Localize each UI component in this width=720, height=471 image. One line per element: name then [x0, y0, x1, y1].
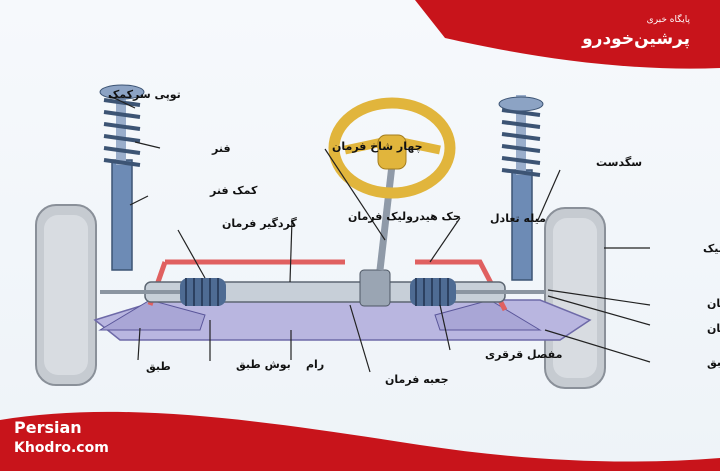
label-hydraulic-jack: جک هیدرولیک فرمان [348, 210, 461, 223]
label-control-arm: طبق [146, 360, 171, 373]
label-control-arm-bushing: بوش طبق [236, 358, 291, 371]
right-tire [544, 207, 606, 389]
left-control-arm [98, 299, 206, 331]
header-banner [415, 0, 720, 69]
left-strut [99, 84, 145, 271]
label-shock-absorber: کمک فنر [209, 184, 258, 197]
logo-line1: Persian [14, 418, 82, 437]
label-rack-boot: گردگیر فرمان [222, 217, 297, 230]
logo-line2: Khodro.com [14, 440, 109, 456]
right-rack-boot [410, 278, 456, 306]
label-knuckle: سگدست [596, 156, 642, 169]
label-strut-mount: توپی سرکمک [108, 88, 181, 101]
steering-gearbox [359, 269, 391, 307]
leader-lines [109, 95, 651, 373]
header-subtitle: پایگاه خبری [647, 13, 691, 25]
left-rack-boot [180, 278, 226, 306]
label-cv-joint: مفصل قرقری [485, 348, 562, 361]
label-tie-rod: سیبک فرمان [707, 297, 720, 310]
left-tire [35, 204, 97, 386]
label-spring: فنر [211, 142, 231, 155]
header-title: پرشین‌خودرو [581, 29, 690, 49]
label-sway-bar: میله تعادل [490, 212, 546, 225]
label-frame: رام [306, 358, 324, 371]
steering-wheel [328, 97, 456, 199]
right-strut [498, 95, 544, 281]
label-steering-box: جعبه فرمان [385, 373, 449, 386]
label-ball-joint: سیبک طبق [707, 356, 720, 369]
label-adjust-nut: مهره تنظیم فرمان [707, 322, 720, 335]
right-control-arm [434, 299, 542, 331]
label-tire: لاستیک [703, 242, 720, 255]
label-universal-joint: چهار شاخ فرمان [332, 140, 423, 153]
steering-column [376, 164, 396, 271]
footer-banner [0, 411, 720, 471]
